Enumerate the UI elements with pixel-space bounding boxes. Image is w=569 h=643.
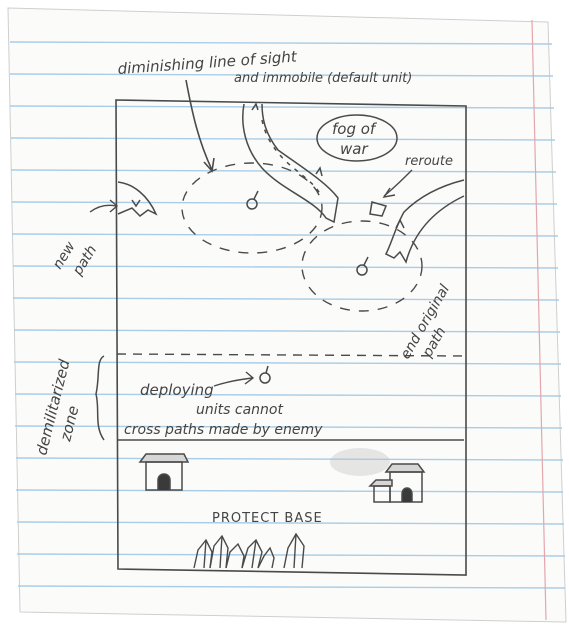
zone-brace xyxy=(95,355,105,441)
label-protect-base: PROTECT BASE xyxy=(212,511,323,526)
label-war: war xyxy=(340,140,368,158)
label-units-cannot: units cannot xyxy=(196,402,283,418)
unit-marker-icon xyxy=(356,256,369,276)
label-immobile-default: and immobile (default unit) xyxy=(234,71,412,86)
unit-marker-icon xyxy=(246,190,259,210)
sight-circle-top xyxy=(181,162,323,254)
map-frame xyxy=(115,99,467,576)
fog-of-war-bubble xyxy=(316,114,398,162)
ruled-lines xyxy=(9,41,566,589)
sight-circle-right xyxy=(301,220,423,312)
hut-icon xyxy=(368,463,426,503)
hut-icon xyxy=(138,453,190,491)
arrow-to-sight-circle xyxy=(185,79,213,171)
pencil-smudge xyxy=(330,448,390,476)
crystal-cluster-icon xyxy=(193,532,305,569)
arrow-new-path xyxy=(89,204,117,213)
demilitarized-boundary xyxy=(116,353,466,357)
enemy-path-top xyxy=(242,102,339,224)
label-cross-paths: cross paths made by enemy xyxy=(124,422,323,438)
label-deploying: deploying xyxy=(140,381,214,399)
unit-marker-icon xyxy=(259,365,271,384)
margin-line xyxy=(531,19,547,621)
arrow-deploying xyxy=(213,377,253,387)
enemy-path-left-edge xyxy=(117,181,158,217)
notebook-paper xyxy=(7,7,567,623)
enemy-path-right xyxy=(369,179,465,264)
label-reroute: reroute xyxy=(405,154,453,169)
label-fog-of: fog of xyxy=(332,120,378,138)
